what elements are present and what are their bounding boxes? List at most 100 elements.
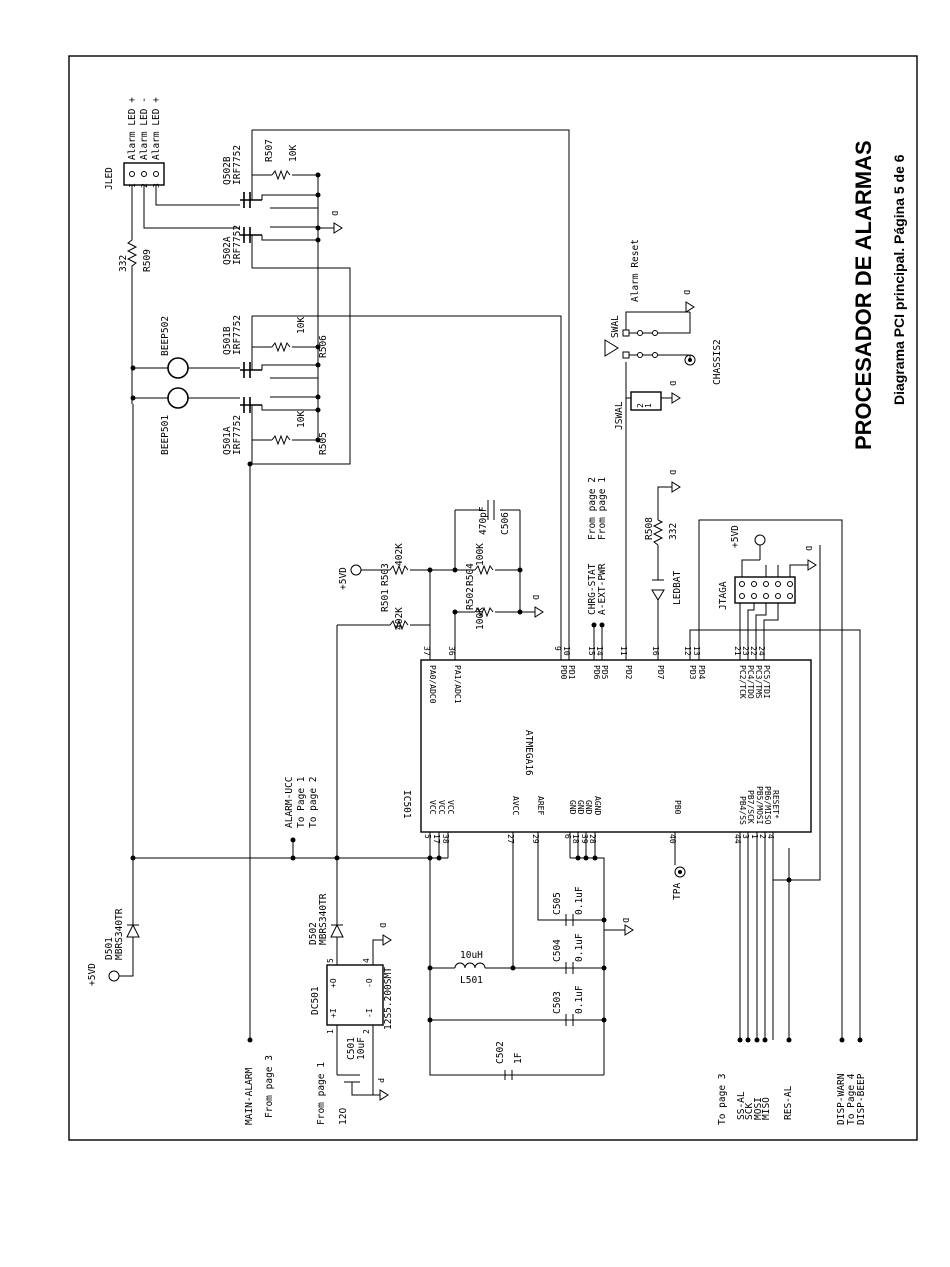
junction [583,855,589,861]
junction [315,192,321,198]
l501: L501 10uH [454,950,486,986]
net-label-chrg-from: From page 2 [587,477,598,540]
junction [427,1017,433,1023]
junction [601,917,607,923]
chassis2-label: CHASSIS2 [712,339,723,385]
junction [452,609,458,615]
ic501-right-pins: VCC VCC VCC AVCC AREF GND GND GND AGND P… [428,786,780,825]
r505-value: 10K [296,411,307,428]
pin-name: VCC [428,800,437,815]
pin-number: 24 [757,646,766,656]
dc501-pin-num: 5 [326,958,335,963]
pin-name: PA0/ADC0 [428,665,437,704]
q501a-ref: Q501A [222,426,233,455]
net-label-spi: RES-AL [783,1085,794,1120]
r501-ref: R501 [380,589,391,612]
chassis2: CHASSIS2 [684,339,723,385]
pin-number: 17 [432,834,441,844]
ic501-body [420,659,812,833]
c503-ref: C503 [552,991,563,1014]
r504: R504 100K [465,543,494,586]
junction [575,855,581,861]
pin-number: 36 [447,646,456,656]
net-flag [857,1037,863,1043]
net-label-alarm-ucc: ALARM-UCC [284,777,295,828]
ic501-part: ATMEGA16 [523,730,534,776]
c506: C506 470pF [478,500,511,535]
dc501: +I -I +O -O 1 2 5 4 DC501 12S5.200SMT [310,939,394,1060]
pin-number: 29 [531,834,540,844]
ground-p: P [376,1078,389,1101]
vcc-symbol-2: +5VD [338,564,362,590]
net-label-disp-warn: DISP-WARN [836,1073,847,1125]
junction [315,394,321,400]
pin-name: PC2/TCK [738,665,747,699]
r502: R502 100K [465,587,494,630]
ground-label: D [668,381,677,386]
c505-ref: C505 [552,892,563,915]
net-label-spi: SS-AL [736,1091,747,1120]
net-flag [762,1037,768,1043]
junction [436,855,442,861]
c502: C502 1F [495,1041,524,1080]
r507: R507 10K [264,139,299,181]
net-label-5vd-2: +5VD [338,567,349,590]
jtag-ref: JTAGA [718,581,729,610]
pin-name: PB6/MISO [763,786,772,825]
page-subtitle: Diagrama PCI principal. Página 5 de 6 [891,154,907,405]
pin-number: 11 [619,646,628,656]
junction [601,965,607,971]
r506-ref: R506 [318,335,329,358]
pin-name: RESET* [771,790,780,819]
ground-d-jtag: D [804,546,817,571]
pin-name: PB4/SS [738,796,747,825]
q502a-ref: Q502A [222,236,233,265]
jswal-pin: 2 [636,403,645,408]
junction [427,965,433,971]
net-label-12o-from: From page 1 [316,1062,327,1125]
ground-label: D [804,546,813,551]
q501: Q501B IRF7752 Q501A IRF7752 [222,315,318,455]
d501-part: MBRS340TR [114,908,125,960]
junction [290,855,296,861]
jled-label: Alarm LED + [151,97,162,160]
pin-number: 23 [741,646,750,656]
q501a-part: IRF7752 [232,415,243,455]
net-flag [745,1037,751,1043]
pin-name: PB5/MOSI [755,786,764,825]
pin-name: PD2 [624,665,633,680]
r509: R509 332 [118,239,153,404]
junction [315,172,321,178]
ic501-ref: IC501 [401,790,412,819]
c504-value: 0.1uF [574,933,585,962]
net-label-main-alarm: MAIN-ALARM [244,1068,255,1125]
beep502-ref: BEEP502 [160,316,171,356]
pin-name: AVCC [511,796,520,815]
jswal-pin: 1 [644,403,653,408]
r503-value: 402K [394,543,405,566]
pin-number: 10 [562,646,571,656]
q502b-part: IRF7752 [232,145,243,185]
ic501-right-pin-numbers: 5 17 38 27 29 6 18 39 28 40 44 3 1 2 4 [423,834,775,844]
ground-d-ledbat: D [668,470,681,493]
page-title: PROCESADOR DE ALARMAS [851,140,876,450]
dc501-pin-num: 2 [362,1029,371,1034]
r506: R506 10K [271,317,329,358]
c501-ref: C501 [346,1037,357,1060]
pin-number: 28 [588,834,597,844]
ic501: IC501 ATMEGA16 [401,659,812,833]
vcc-bus [132,404,449,925]
sheet-border [68,55,918,1141]
junction [315,237,321,243]
d501: D501 MBRS340TR [104,908,140,960]
r504-value: 100K [475,543,486,566]
jled-label: Alarm LED + [127,97,138,160]
ledbat-ref: LEDBAT [672,570,683,605]
net-flag [247,1037,253,1043]
spi-wires [739,545,821,1040]
r503: R503 402K [380,543,409,586]
q502b-ref: Q502B [222,156,233,185]
r507-ref: R507 [264,139,275,162]
pin-number: 12 [683,646,692,656]
pin-number: 18 [571,834,580,844]
